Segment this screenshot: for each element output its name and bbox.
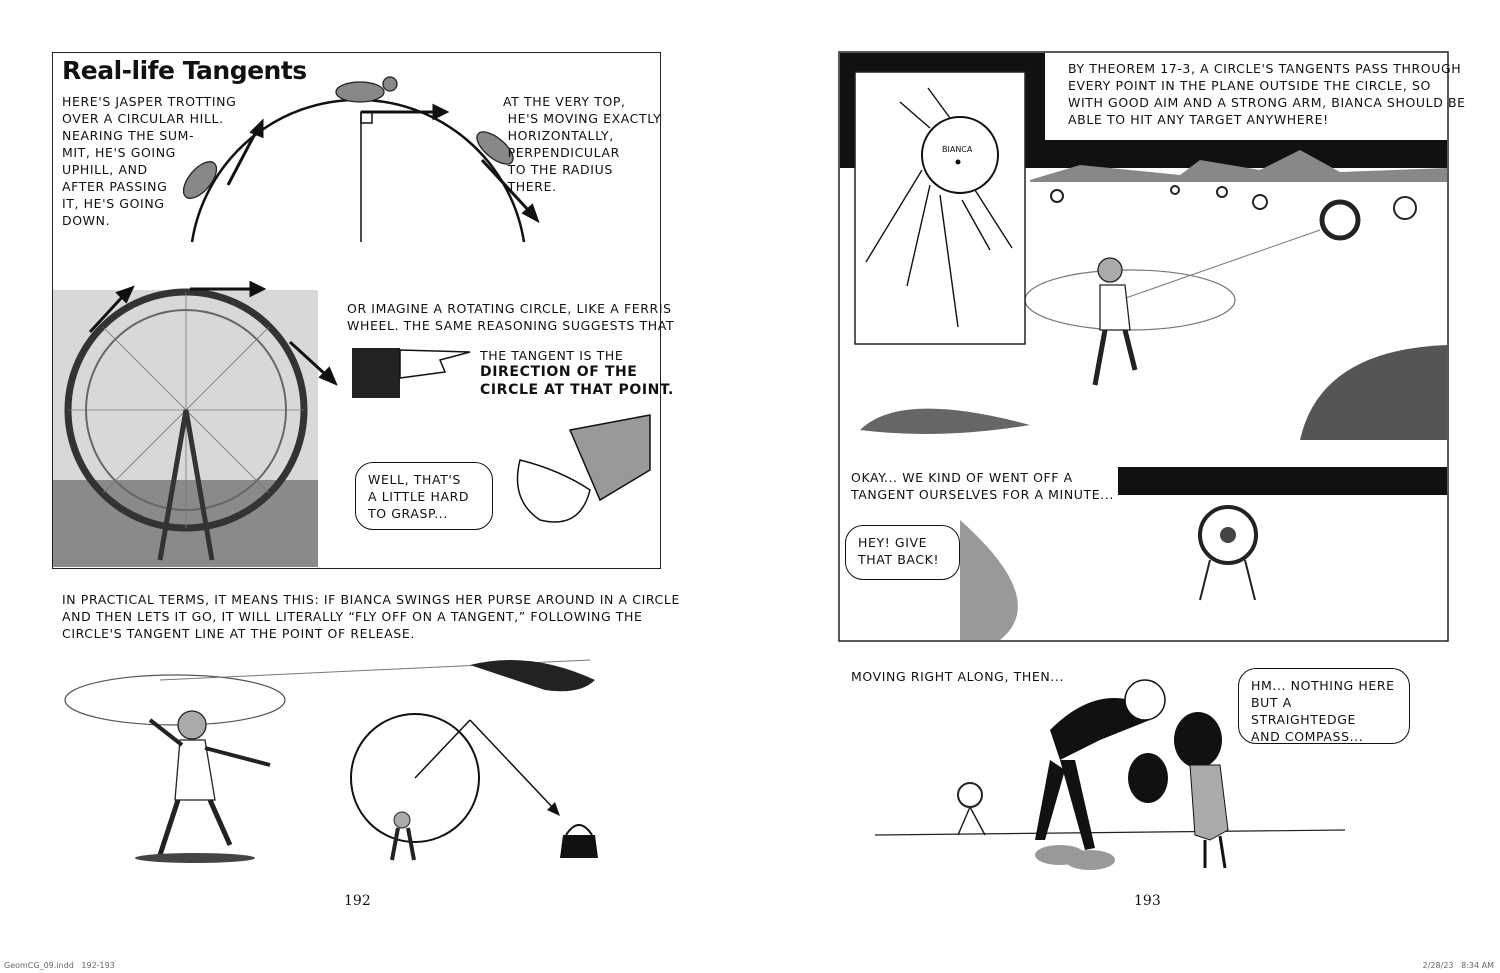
practical-caption: In practical terms, it means this: if Bi… bbox=[62, 592, 680, 641]
flying-purse-icon bbox=[470, 660, 595, 692]
page-title: Real-life Tangents bbox=[62, 56, 307, 85]
tangent-caption-intro: The tangent is the bbox=[480, 348, 624, 363]
page-number-left: 192 bbox=[344, 893, 371, 909]
tangent-arrows bbox=[226, 103, 540, 224]
page-number-right: 193 bbox=[1134, 893, 1161, 909]
speech-bubble-straightedge: Hm... nothing here but a straightedge an… bbox=[1238, 668, 1410, 744]
lower-dark-area bbox=[1118, 467, 1447, 495]
girl-figure bbox=[1174, 712, 1229, 869]
archery-targets bbox=[1050, 185, 1417, 241]
inset-diagram-box bbox=[854, 71, 1026, 345]
top-caption: At the very top, he's moving exactly hor… bbox=[503, 94, 662, 194]
off-tangent-caption: Okay... we kind of went off a tangent ou… bbox=[851, 470, 1115, 502]
ferris-caption: Or imagine a rotating circle, like a Fer… bbox=[347, 301, 675, 333]
tangent-lines-diagram bbox=[865, 87, 1013, 328]
bush bbox=[860, 408, 1030, 434]
tangent-circle-diagram bbox=[350, 713, 480, 843]
speech-bubble-grasp: Well, that's a little hard to grasp... bbox=[355, 462, 493, 530]
circular-hill-arc bbox=[190, 98, 526, 243]
purse-icon bbox=[560, 835, 598, 858]
target-small bbox=[957, 782, 983, 808]
bianca-throwing-figure bbox=[1092, 257, 1138, 386]
boy-figure bbox=[1035, 679, 1168, 870]
footer-timestamp: 2/28/23 8:34 AM bbox=[1422, 961, 1494, 970]
bush bbox=[1300, 345, 1447, 440]
speech-bubble-give-back: Hey! Give that back! bbox=[845, 525, 960, 580]
grasping-hand-icon bbox=[568, 414, 651, 502]
bianca-swinging-figure bbox=[148, 710, 271, 856]
theorem-caption: By Theorem 17-3, a circle's tangents pas… bbox=[1068, 61, 1466, 127]
moving-along-caption: Moving right along, then... bbox=[851, 669, 1065, 684]
ferris-rotation-arrows bbox=[88, 280, 338, 386]
dog-jasper-icons bbox=[182, 76, 514, 199]
footer-file: GeomCG_09.indd 192-193 bbox=[4, 961, 115, 970]
tangent-caption-bold: direction of the circle at that point. bbox=[480, 364, 674, 398]
bianca-label: Bianca bbox=[942, 145, 973, 154]
pointing-hand-icon bbox=[352, 348, 400, 398]
swing-orbit bbox=[64, 674, 286, 726]
jasper-caption: Here's Jasper trotting over a circular h… bbox=[62, 94, 237, 228]
right-angle-mark bbox=[360, 111, 373, 124]
purse-icon bbox=[1128, 753, 1168, 803]
